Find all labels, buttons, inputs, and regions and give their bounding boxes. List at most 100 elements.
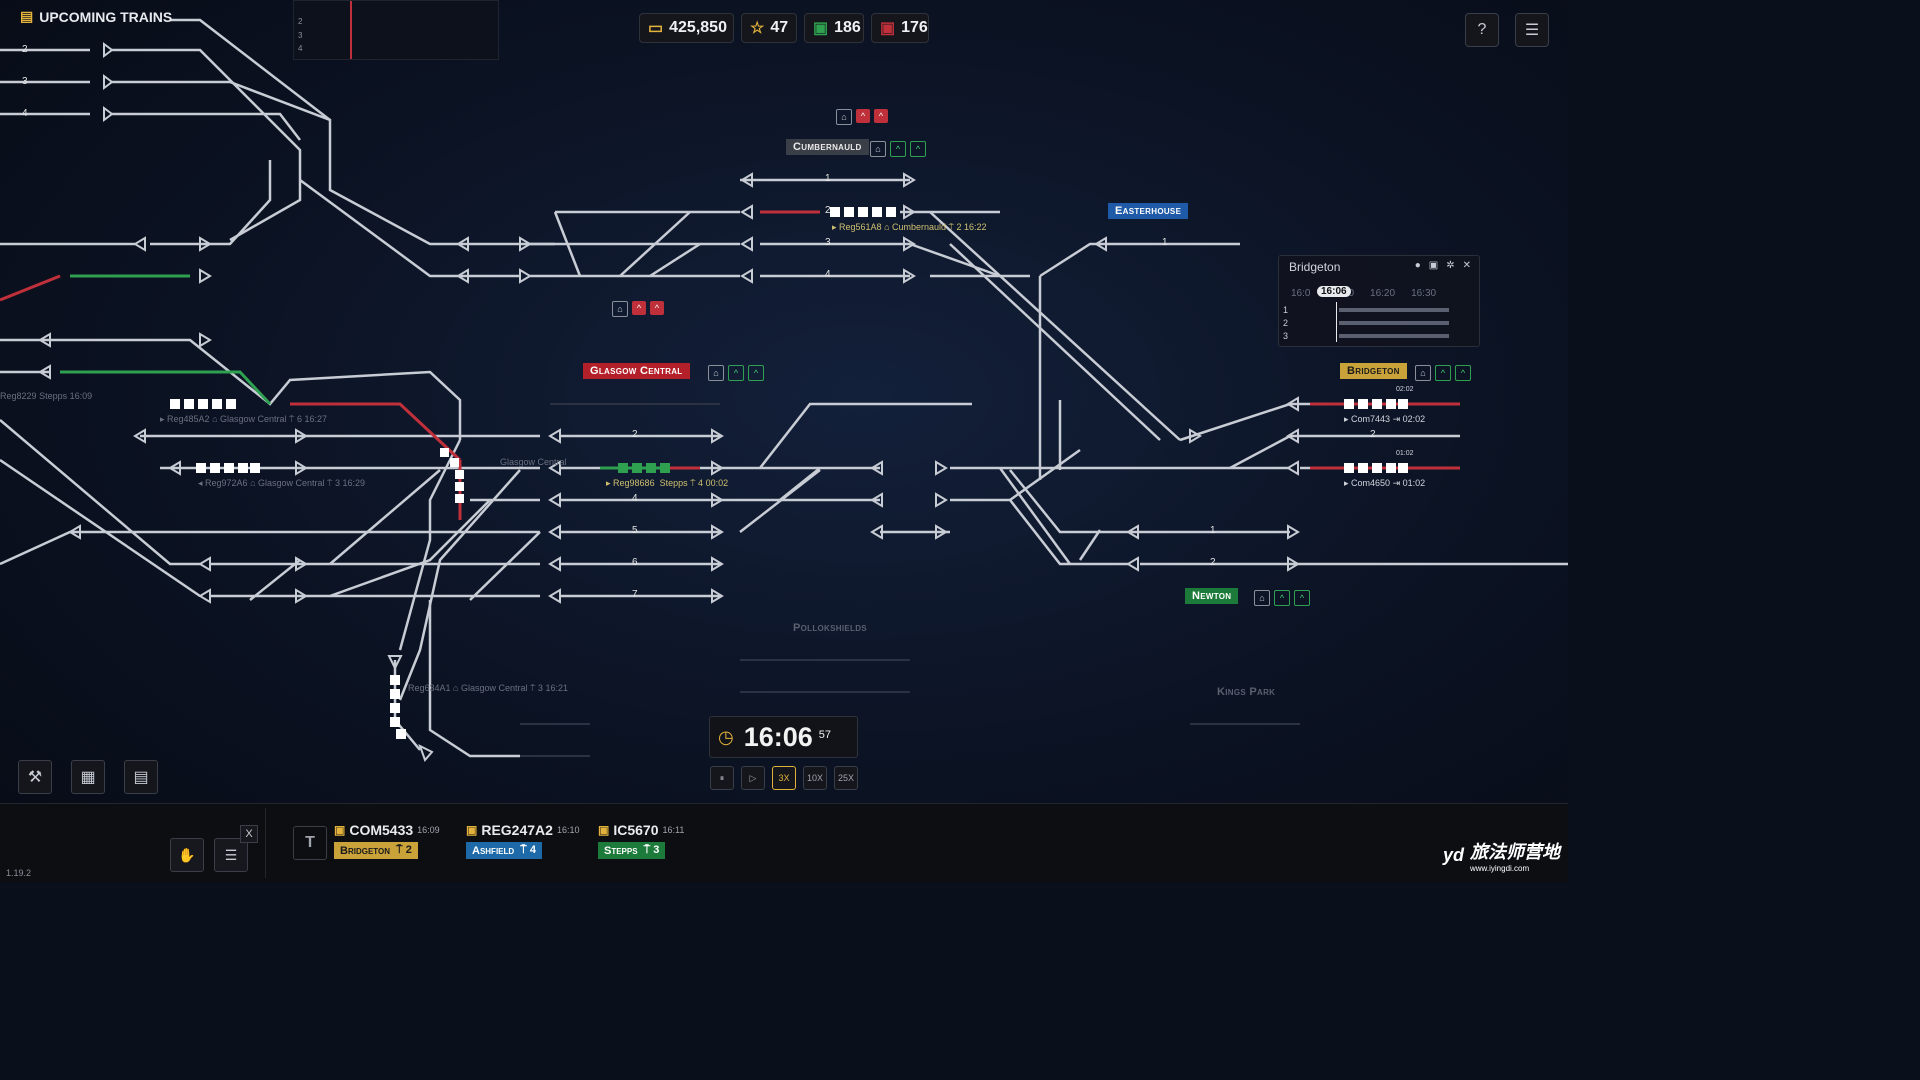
chip-tool-button[interactable]: ▦ xyxy=(71,760,105,794)
train-label[interactable]: ▸ Reg485A2 ⌂ Glasgow Central ⍑ 6 16:27 xyxy=(160,414,328,424)
depot-icon[interactable]: ⌂ xyxy=(836,109,852,125)
timetable-panel[interactable]: Bridgeton ● ▣ ✲ ✕ 16:0 0 16:20 16:30 16:… xyxy=(1278,255,1480,347)
green-arrow-icon[interactable]: ^ xyxy=(890,141,906,157)
build-tool-button[interactable]: ⚒ xyxy=(18,760,52,794)
row-label: 3 xyxy=(1283,331,1289,341)
schedule-icon: ▤ xyxy=(20,8,34,24)
station-bridgeton[interactable]: Bridgeton xyxy=(1340,363,1407,379)
red-arrow-icon[interactable]: ^ xyxy=(632,301,646,315)
train-label[interactable]: ▸ Reg98686 Stepps ⍑ 4 00:02 xyxy=(606,478,729,488)
help-button[interactable]: ? xyxy=(1465,13,1499,47)
train-label[interactable]: ▸ Com4650 ⇥ 01:02 xyxy=(1344,478,1426,488)
list-icon: ☰ xyxy=(1524,22,1540,39)
station-cumbernauld[interactable]: Cumbernauld xyxy=(786,139,869,155)
speed-10x-button[interactable]: 10X xyxy=(803,766,827,790)
filter-button[interactable]: ☰ xyxy=(214,838,248,872)
close-icon[interactable]: ✕ xyxy=(1462,260,1471,271)
timetable-toggle-button[interactable]: T xyxy=(293,826,327,860)
platform-number: 1 xyxy=(1162,237,1168,248)
green-arrow-icon[interactable]: ^ xyxy=(728,365,744,381)
divider xyxy=(265,808,266,878)
train-green-icon: ▣ xyxy=(813,20,829,37)
red-arrow-icon[interactable]: ^ xyxy=(874,109,888,123)
mini-row-label: 3 xyxy=(298,31,303,40)
schedule-bar xyxy=(1339,321,1449,325)
track-number: 3 xyxy=(22,76,28,87)
info-icon[interactable]: ● xyxy=(1414,260,1421,271)
green-arrow-icon[interactable]: ^ xyxy=(1435,365,1451,381)
depot-icon[interactable]: ⌂ xyxy=(870,141,886,157)
platform-number: 1 xyxy=(1210,525,1216,536)
schedule-bar xyxy=(1339,334,1449,338)
track-number: 4 xyxy=(22,108,28,119)
upcoming-title: ▤ UPCOMING TRAINS xyxy=(20,8,173,25)
speed-25x-button[interactable]: 25X xyxy=(834,766,858,790)
track-network xyxy=(0,18,1568,762)
depot-controls-mid[interactable]: ⌂ ^ ^ xyxy=(612,301,664,317)
train-label[interactable]: ▸ Com7443 ⇥ 02:02 xyxy=(1344,414,1426,424)
close-upcoming-button[interactable]: X xyxy=(240,825,258,843)
game-clock: ◷ 16:06 57 xyxy=(709,716,858,758)
destination-badge: Stepps⍑ 3 xyxy=(598,842,666,859)
document-tool-button[interactable]: ▤ xyxy=(124,760,158,794)
green-arrow-icon[interactable]: ^ xyxy=(748,365,764,381)
trains-red-value: 176 xyxy=(901,19,928,36)
bridgeton-controls[interactable]: ⌂^^ xyxy=(1415,365,1471,381)
station-newton[interactable]: Newton xyxy=(1185,588,1239,604)
hand-button[interactable]: ✋ xyxy=(170,838,204,872)
glasgow-controls[interactable]: ⌂^^ xyxy=(708,365,764,381)
green-arrow-icon[interactable]: ^ xyxy=(1294,590,1310,606)
clock-time: 16:06 xyxy=(743,721,813,752)
speed-3x-button[interactable]: 3X xyxy=(772,766,796,790)
train-red-icon: ▣ xyxy=(880,20,896,37)
station-kings-park[interactable]: Kings Park xyxy=(1217,686,1276,698)
train-label[interactable]: Reg634A1 ⌂ Glasgow Central ⍑ 3 16:21 xyxy=(408,683,568,693)
money-value: 425,850 xyxy=(669,19,727,36)
red-arrow-icon[interactable]: ^ xyxy=(856,109,870,123)
train-label[interactable]: Glasgow Central xyxy=(500,457,567,467)
now-line xyxy=(1336,302,1337,342)
depot-icon[interactable]: ⌂ xyxy=(708,365,724,381)
depot-controls-top[interactable]: ⌂ ^ ^ xyxy=(836,109,888,125)
green-arrow-icon[interactable]: ^ xyxy=(910,141,926,157)
station-glasgow-central[interactable]: Glasgow Central xyxy=(583,363,690,379)
newton-controls[interactable]: ⌂^^ xyxy=(1254,590,1310,606)
platform-number: 2 xyxy=(1210,557,1216,568)
train-label[interactable]: ▸ Reg561A8 ⌂ Cumbernauld ⍑ 2 16:22 xyxy=(832,222,987,232)
play-button[interactable]: ▷ xyxy=(741,766,765,790)
train-icon: ▣ xyxy=(598,823,610,837)
red-arrow-icon[interactable]: ^ xyxy=(650,301,664,315)
station-pollokshields[interactable]: Pollokshields xyxy=(793,622,867,634)
stars-value: 47 xyxy=(770,19,789,36)
schedule-bar xyxy=(1339,308,1449,312)
cumbernauld-controls[interactable]: ⌂^^ xyxy=(870,141,926,157)
now-line xyxy=(350,1,352,59)
green-arrow-icon[interactable]: ^ xyxy=(1455,365,1471,381)
now-marker: 16:06 xyxy=(1317,286,1351,297)
platform-number: 1 xyxy=(825,173,831,184)
trains-counter-red: ▣ 176 xyxy=(871,13,929,43)
gear-icon[interactable]: ✲ xyxy=(1446,260,1455,271)
depot-icon[interactable]: ⌂ xyxy=(1254,590,1270,606)
menu-button[interactable]: ☰ xyxy=(1515,13,1549,47)
depot-icon[interactable]: ⌂ xyxy=(1415,365,1431,381)
platform-number: 2 xyxy=(632,429,638,440)
rail-map[interactable]: 2 3 4 2 3 4 ▭ 425,850 ☆ 47 ▣ 186 ▣ 176 ?… xyxy=(0,0,1568,882)
train-label[interactable]: Reg8229 Stepps 16:09 xyxy=(0,391,93,401)
trains-green-value: 186 xyxy=(834,19,861,36)
lock-icon[interactable]: ▣ xyxy=(1428,260,1439,271)
mini-row-label: 2 xyxy=(298,17,303,26)
station-easterhouse[interactable]: Easterhouse xyxy=(1108,203,1189,219)
depot-icon[interactable]: ⌂ xyxy=(612,301,628,317)
train-label[interactable]: ◂ Reg972A6 ⌂ Glasgow Central ⍑ 3 16:29 xyxy=(198,478,366,488)
clock-icon: ◷ xyxy=(718,726,734,747)
mini-timetable[interactable]: 2 3 4 xyxy=(293,0,499,60)
destination-badge: Ashfield⍑ 4 xyxy=(466,842,542,859)
green-arrow-icon[interactable]: ^ xyxy=(1274,590,1290,606)
trains-counter-green: ▣ 186 xyxy=(804,13,864,43)
pause-button[interactable]: ⏸ xyxy=(710,766,734,790)
platform-number: 4 xyxy=(632,493,638,504)
